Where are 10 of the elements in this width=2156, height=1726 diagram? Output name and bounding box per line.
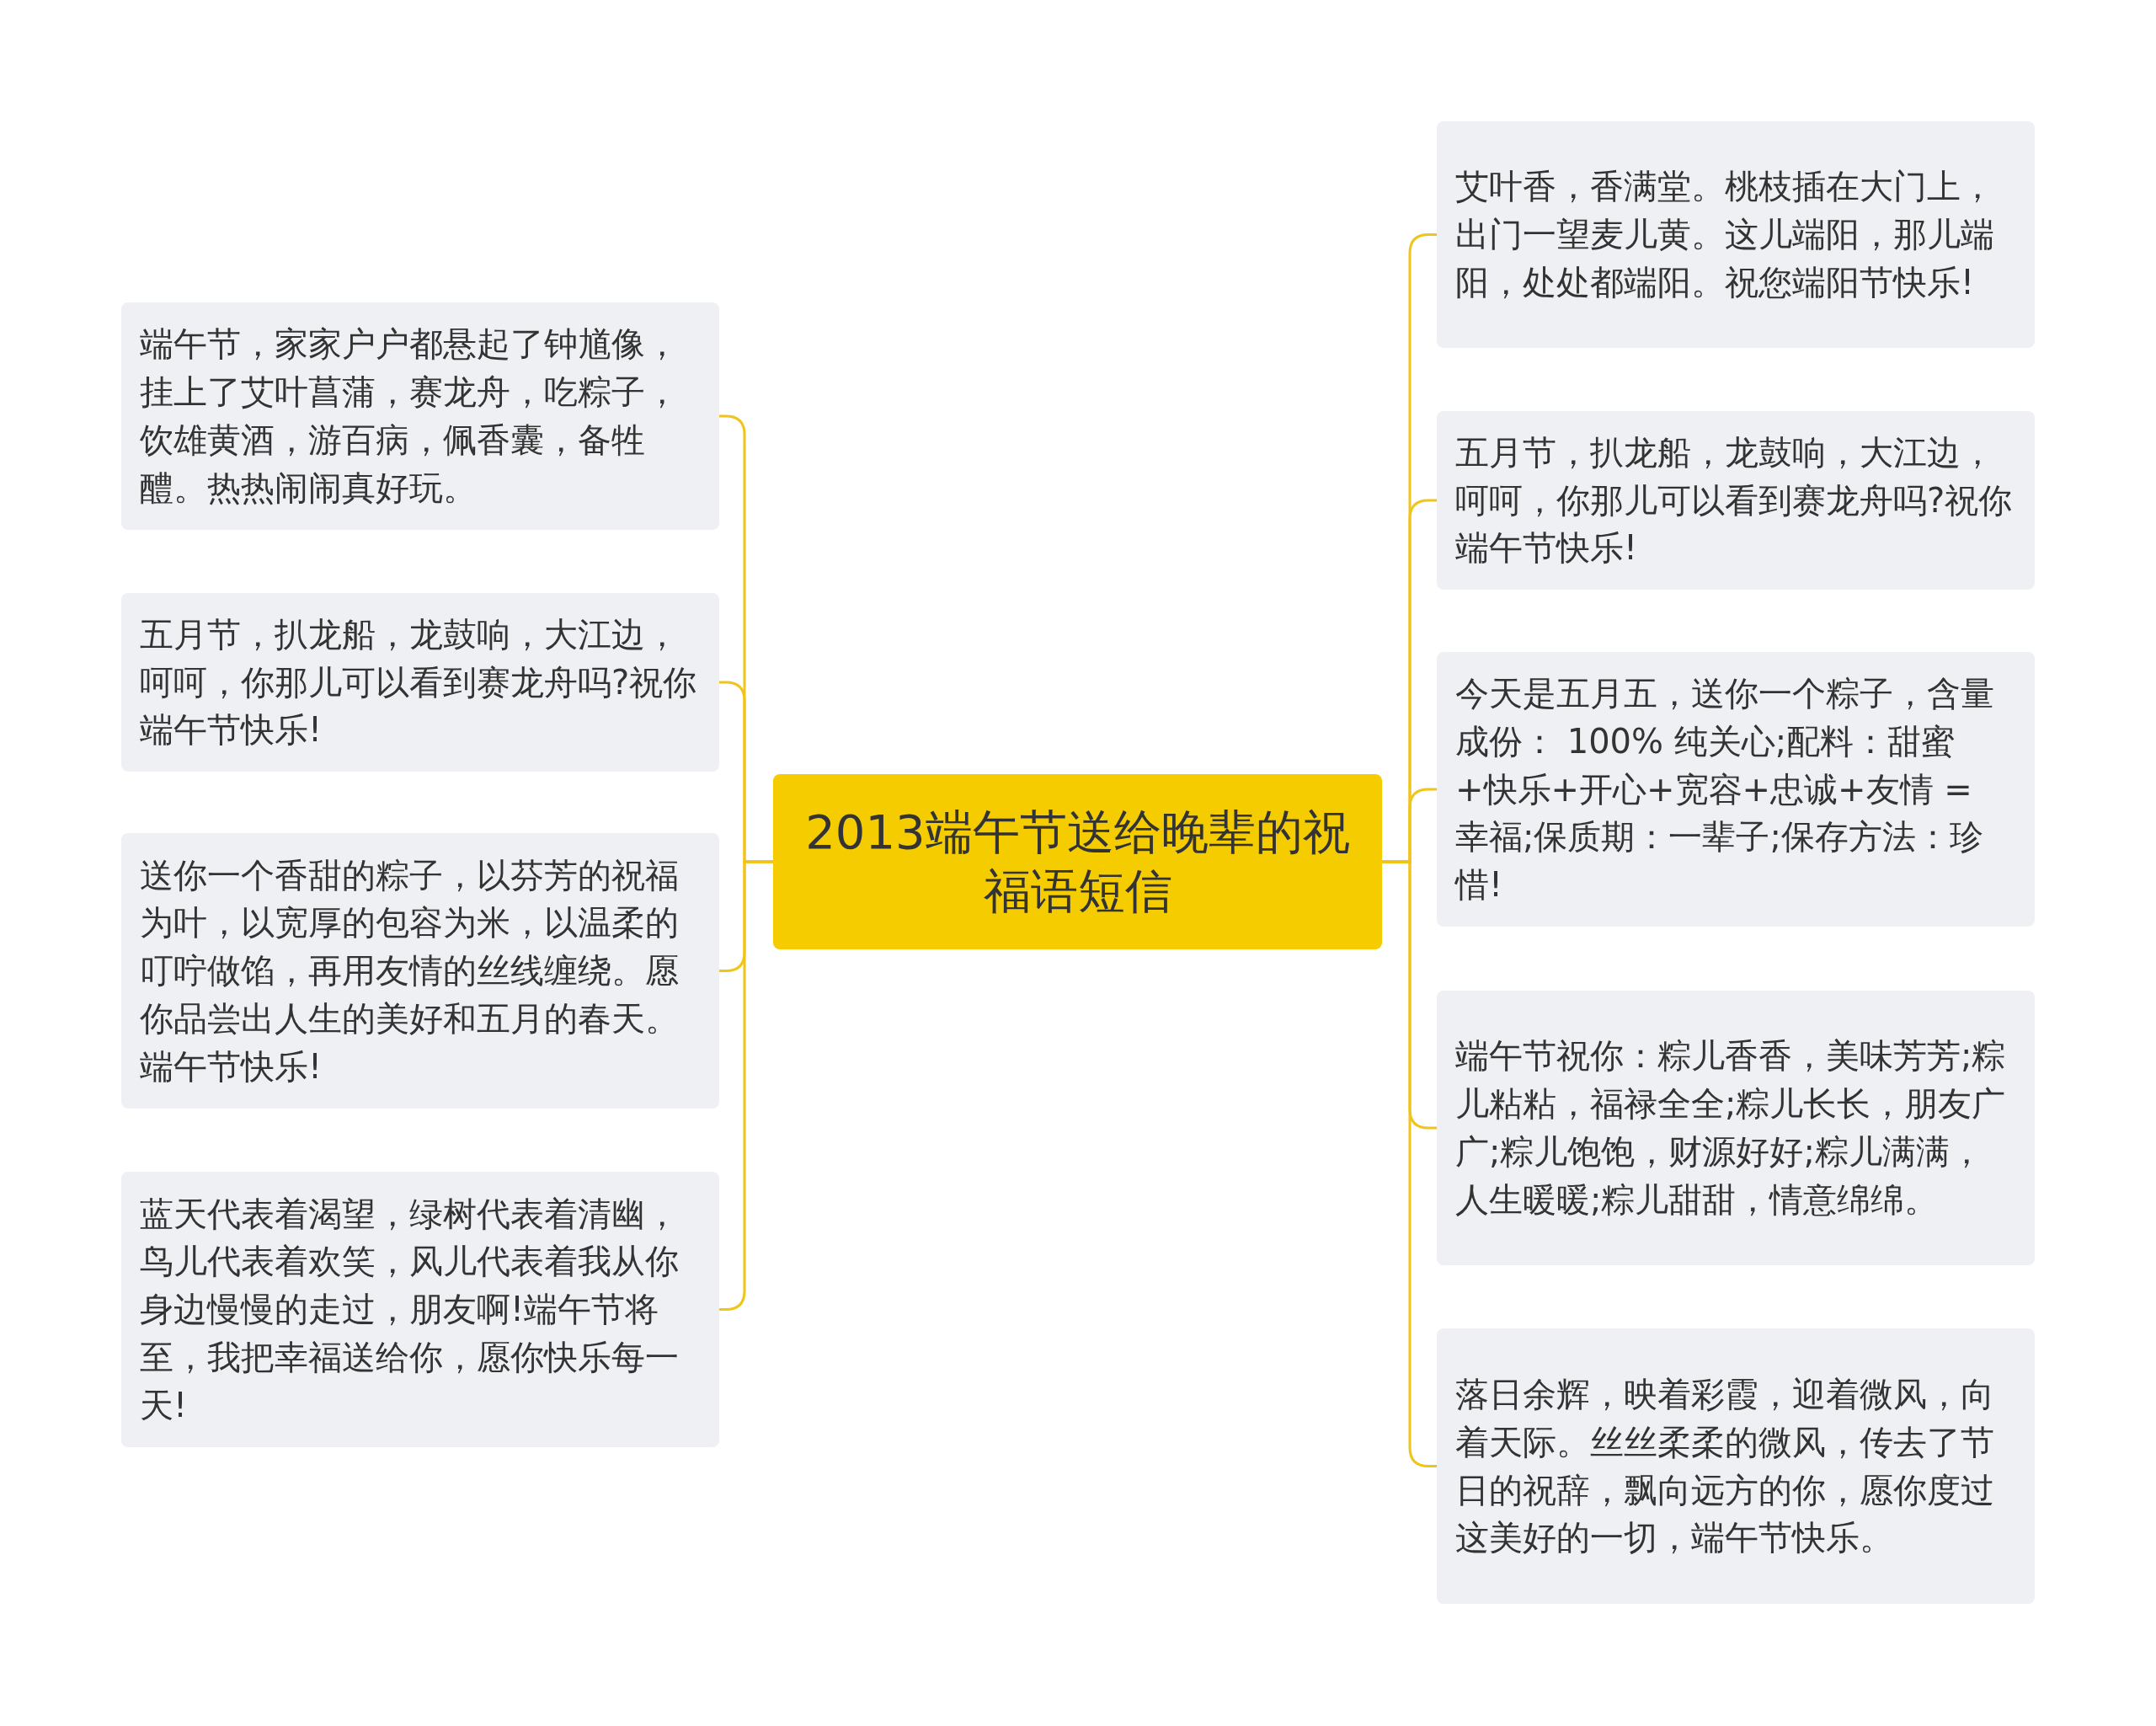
topic-box: 2013端午节送给晚辈的祝福语短信: [773, 774, 1382, 949]
message-box: 端午节，家家户户都悬起了钟馗像，挂上了艾叶菖蒲，赛龙舟，吃粽子，饮雄黄酒，游百病，佩香囊，备牲醴。热热闹闹真好玩。: [121, 302, 719, 530]
message-box: 五月节，扒龙船，龙鼓响，大江边，呵呵，你那儿可以看到赛龙舟吗?祝你端午节快乐!: [121, 593, 719, 772]
message-box: 送你一个香甜的粽子，以芬芳的祝福为叶，以宽厚的包容为米，以温柔的叮咛做馅，再用友情的丝线缠绕。愿你品尝出人生的美好和五月的春天。端午节快乐!: [121, 833, 719, 1109]
message-box: 端午节祝你：粽儿香香，美味芳芳;粽儿粘粘，福禄全全;粽儿长长，朋友广广;粽儿饱饱，财源好好;粽儿满满，人生暖暖;粽儿甜甜，情意绵绵。: [1437, 991, 2035, 1265]
message-box: 艾叶香，香满堂。桃枝插在大门上，出门一望麦儿黄。这儿端阳，那儿端阳，处处都端阳。祝您端阳节快乐!: [1437, 121, 2035, 348]
message-box: 落日余辉，映着彩霞，迎着微风，向着天际。丝丝柔柔的微风，传去了节日的祝辞，飘向远方的你，愿你度过这美好的一切，端午节快乐。: [1437, 1328, 2035, 1604]
message-box: 五月节，扒龙船，龙鼓响，大江边，呵呵，你那儿可以看到赛龙舟吗?祝你端午节快乐!: [1437, 411, 2035, 590]
message-box: 蓝天代表着渴望，绿树代表着清幽，鸟儿代表着欢笑，风儿代表着我从你身边慢慢的走过，朋友啊!端午节将至，我把幸福送给你，愿你快乐每一天!: [121, 1172, 719, 1447]
message-box: 今天是五月五，送你一个粽子，含量成份： 100% 纯关心;配料：甜蜜+快乐+开心+宽容+忠诚+友情 = 幸福;保质期：一辈子;保存方法：珍惜!: [1437, 652, 2035, 927]
